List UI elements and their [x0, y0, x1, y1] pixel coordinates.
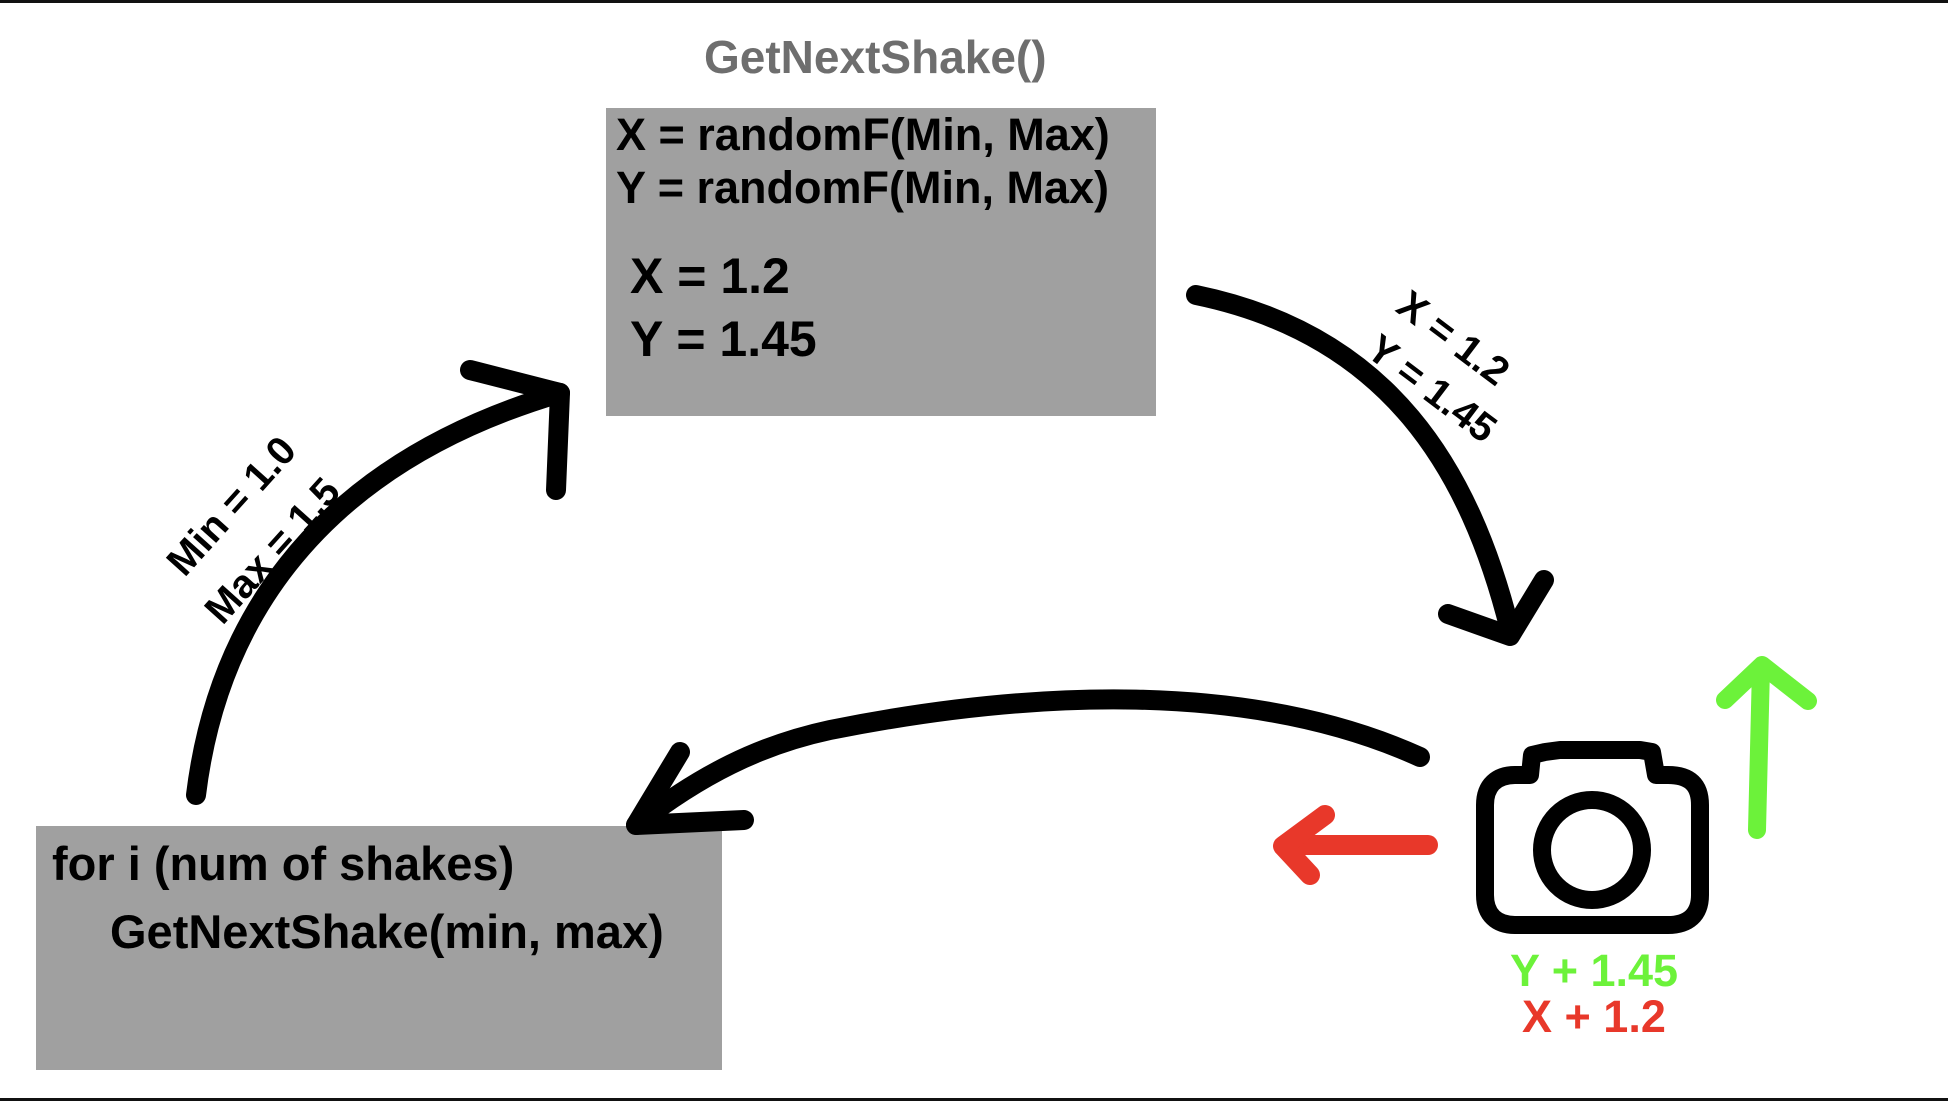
left-arrow-icon — [1273, 805, 1438, 885]
arrow-loop-to-function — [186, 383, 570, 805]
top-border — [0, 0, 1948, 3]
camera-icon — [1476, 741, 1709, 934]
function-box — [606, 108, 1156, 416]
function-title: GetNextShake() — [704, 31, 1047, 83]
arrowhead-function-to-camera — [1438, 570, 1554, 646]
up-arrow-icon — [1716, 656, 1817, 839]
loop-call: GetNextShake(min, max) — [110, 905, 664, 958]
arrowhead-loop-to-function — [460, 360, 570, 500]
random-y-line: Y = randomF(Min, Max) — [616, 162, 1109, 213]
camera-y-offset: Y + 1.45 — [1510, 945, 1679, 996]
arrowhead-camera-to-loop — [626, 742, 754, 835]
result-y-value: Y = 1.45 — [630, 311, 817, 367]
bottom-border — [0, 1098, 1948, 1101]
arrow-camera-to-loop — [626, 689, 1430, 835]
loop-header: for i (num of shakes) — [52, 837, 515, 890]
loop-box — [36, 826, 722, 1070]
arrow-function-to-camera — [1186, 285, 1520, 640]
random-x-line: X = randomF(Min, Max) — [616, 109, 1110, 160]
camera-x-offset: X + 1.2 — [1522, 991, 1666, 1042]
result-x-value: X = 1.2 — [630, 248, 790, 304]
